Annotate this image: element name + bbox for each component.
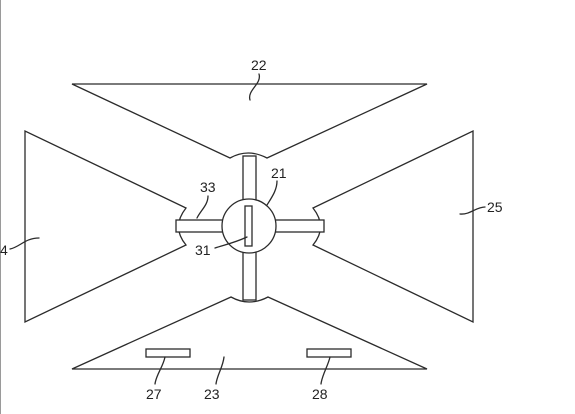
label-33: 33: [200, 179, 216, 195]
leader-25: [459, 206, 486, 215]
leader-23: [215, 356, 225, 385]
label-28: 28: [312, 386, 328, 402]
label-21: 21: [271, 165, 287, 181]
top-panel: [71, 83, 428, 159]
center-slot: [244, 205, 253, 247]
label-22: 22: [251, 57, 267, 73]
leader-31: [214, 236, 248, 249]
leader-27: [154, 356, 166, 385]
label-31: 31: [195, 242, 211, 258]
bottom-panel: [71, 296, 428, 370]
leader-33: [196, 195, 209, 219]
label-25: 25: [487, 199, 503, 215]
pad-left: [145, 348, 191, 358]
label-23: 23: [204, 386, 220, 402]
left-panel: [24, 129, 188, 324]
leader-4: [9, 237, 40, 250]
pad-right: [306, 348, 352, 358]
right-panel: [311, 129, 474, 324]
leader-21: [266, 180, 278, 206]
label-4: 4: [0, 242, 8, 258]
leader-22: [249, 73, 260, 101]
label-27: 27: [146, 386, 162, 402]
leader-28: [320, 356, 331, 385]
